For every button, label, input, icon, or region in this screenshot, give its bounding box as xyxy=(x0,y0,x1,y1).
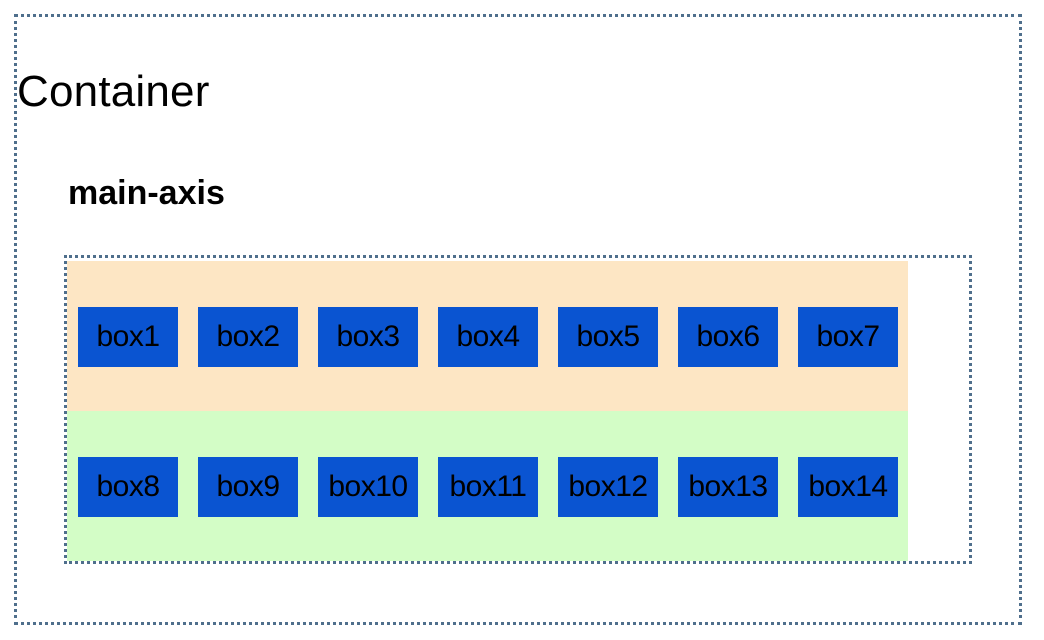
flex-box: box9 xyxy=(198,457,298,517)
flex-box: box1 xyxy=(78,307,178,367)
flex-box: box4 xyxy=(438,307,538,367)
main-axis-label: main-axis xyxy=(68,174,225,212)
flex-box: box10 xyxy=(318,457,418,517)
flex-box: box5 xyxy=(558,307,658,367)
flex-box: box6 xyxy=(678,307,778,367)
flex-box: box3 xyxy=(318,307,418,367)
flex-box: box12 xyxy=(558,457,658,517)
flex-box: box7 xyxy=(798,307,898,367)
flex-box: box14 xyxy=(798,457,898,517)
flex-box: box8 xyxy=(78,457,178,517)
flex-line-2: box8 box9 box10 box11 box12 box13 box14 xyxy=(67,411,908,561)
flex-box: box13 xyxy=(678,457,778,517)
flex-line-1: box1 box2 box3 box4 box5 box6 box7 xyxy=(67,261,908,411)
flex-container: box1 box2 box3 box4 box5 box6 box7 box8 … xyxy=(64,255,972,564)
outer-container xyxy=(14,14,1022,625)
flex-box: box11 xyxy=(438,457,538,517)
flex-box: box2 xyxy=(198,307,298,367)
container-title: Container xyxy=(17,67,210,116)
